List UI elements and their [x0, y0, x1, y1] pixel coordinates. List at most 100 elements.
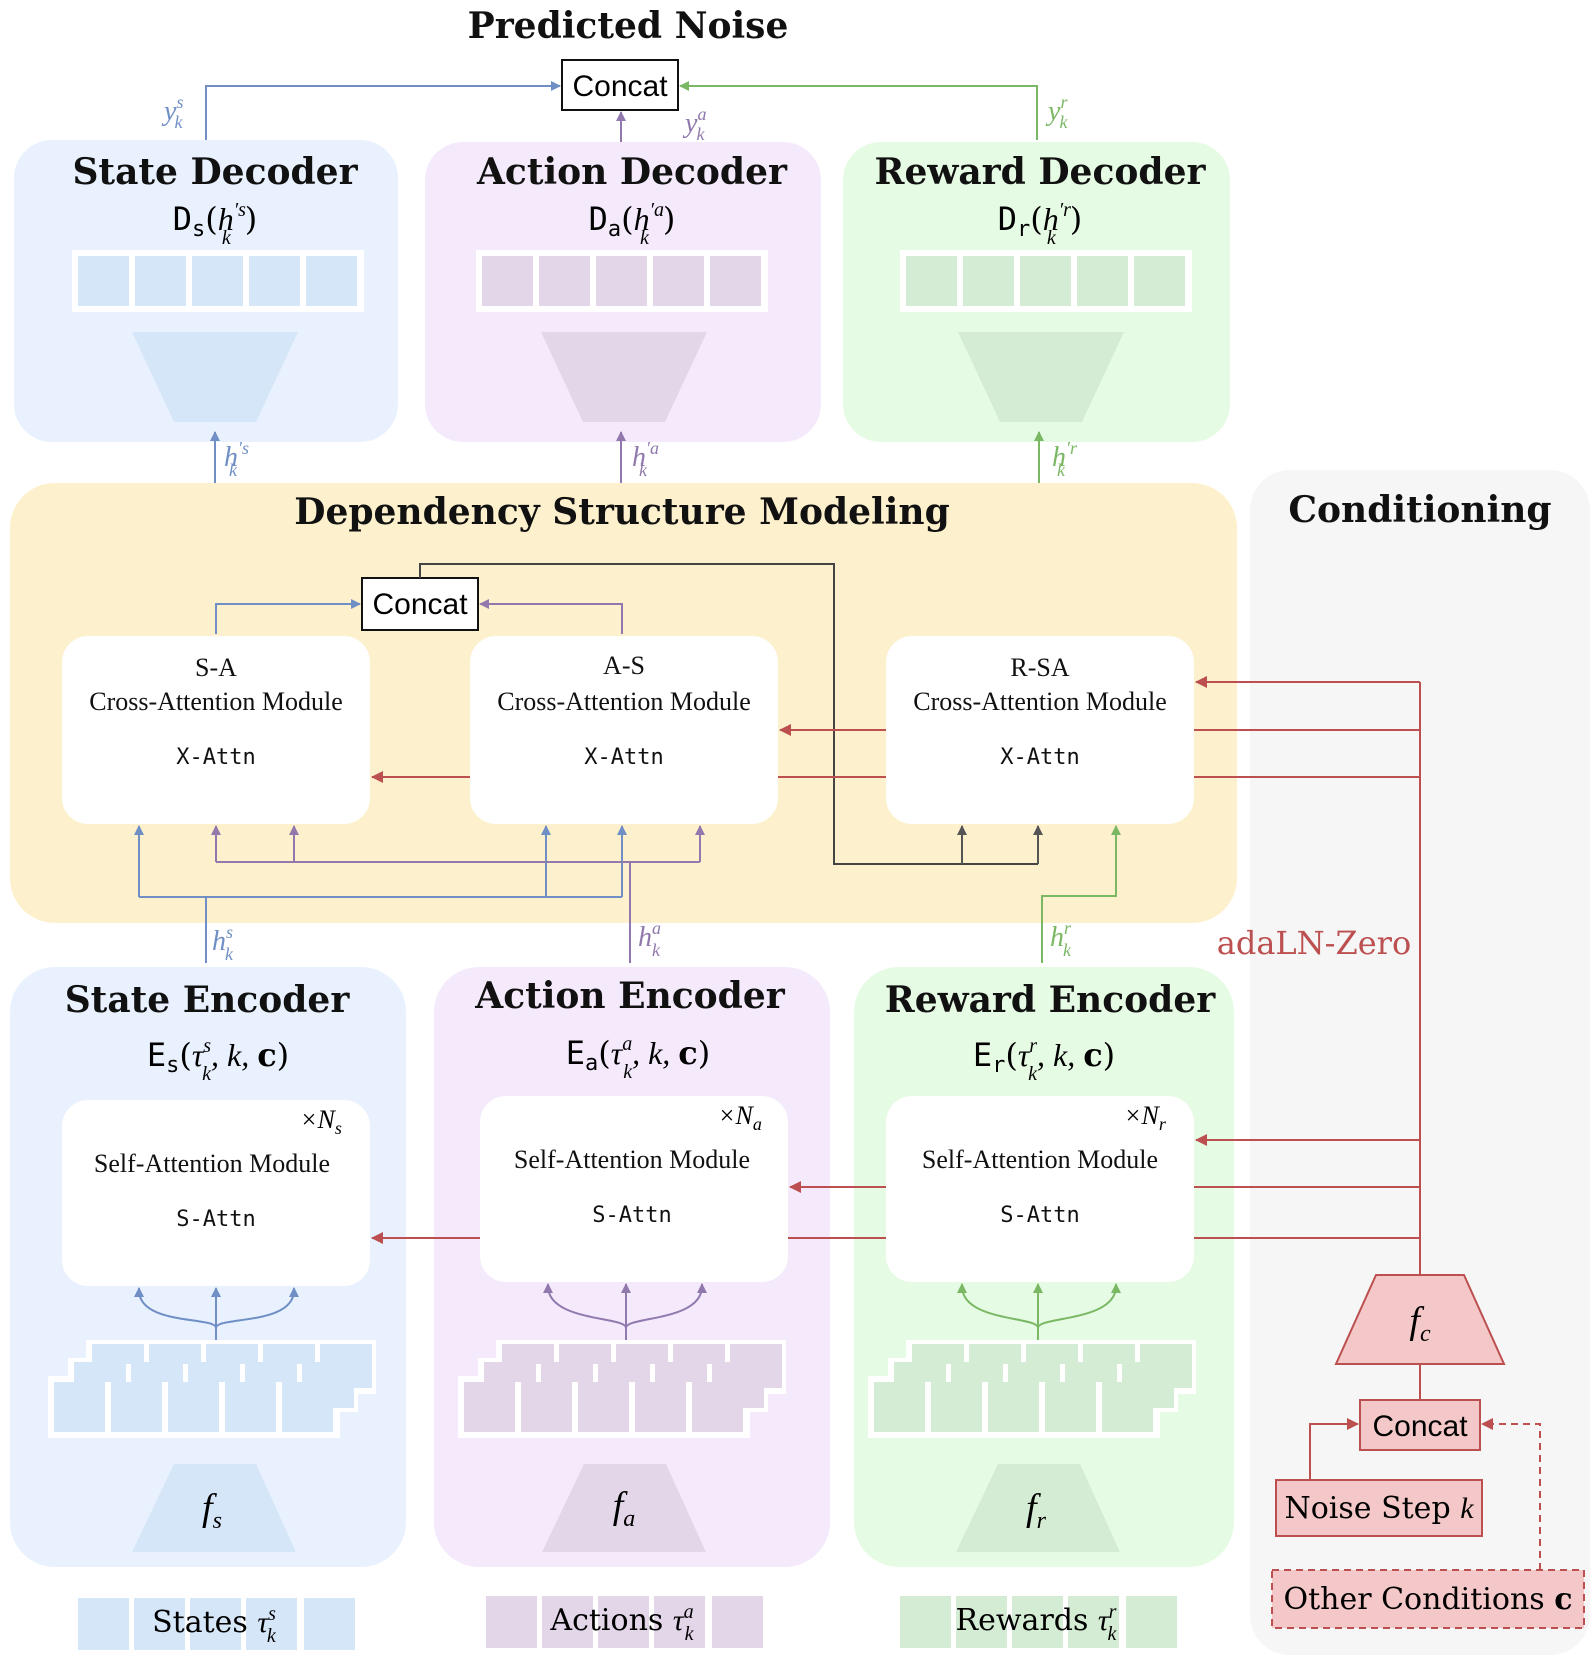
action-input-token	[521, 1382, 572, 1432]
state-input-token	[282, 1382, 333, 1432]
other-conditions-label: Other Conditions c	[1284, 1582, 1573, 1617]
dsm-concat-label: Concat	[372, 588, 468, 621]
sa-module-code: X-Attn	[176, 745, 255, 770]
action-encoder-trapezoid	[542, 1464, 706, 1552]
reward-encoder-trapezoid	[956, 1464, 1120, 1552]
reward-decoder-trapezoid	[958, 332, 1124, 422]
cond-concat-label: Concat	[1372, 1410, 1468, 1443]
state-token	[306, 256, 357, 306]
state-encoder-trapezoid	[132, 1464, 296, 1552]
reward-decoder-title: Reward Decoder	[875, 151, 1207, 193]
adaln-zero-label: adaLN-Zero	[1217, 924, 1411, 962]
sa-module-desc: Cross-Attention Module	[89, 687, 343, 716]
reward-token	[963, 256, 1014, 306]
other-conditions-box	[1271, 1569, 1585, 1629]
reward-token	[906, 256, 957, 306]
action-decoder-title: Action Decoder	[476, 151, 788, 193]
top-concat-box	[561, 59, 679, 111]
reward-input-token	[1102, 1382, 1153, 1432]
hr-to-rsa	[1041, 825, 1121, 963]
state-token	[249, 256, 300, 306]
conditioning-title: Conditioning	[1288, 489, 1551, 531]
action-token	[653, 256, 704, 306]
reward-encoder-title: Reward Encoder	[885, 979, 1216, 1021]
as-module-code: X-Attn	[584, 745, 663, 770]
reward-input-token	[1045, 1382, 1096, 1432]
as-module: A-S Cross-Attention Module X-Attn	[470, 636, 778, 824]
state-self-attn-code: S-Attn	[176, 1207, 255, 1232]
reward-input-token	[931, 1382, 982, 1432]
state-encoder-repeat: ×Ns	[300, 1105, 342, 1138]
reward-self-attn-code: S-Attn	[1000, 1203, 1079, 1228]
reward-input-token	[988, 1382, 1039, 1432]
state-input-token	[225, 1382, 276, 1432]
state-input-token	[54, 1382, 105, 1432]
action-encoder-title: Action Encoder	[474, 975, 785, 1017]
rsa-module-desc: Cross-Attention Module	[913, 687, 1167, 716]
reward-token	[1020, 256, 1071, 306]
state-token	[192, 256, 243, 306]
rsa-module-code: X-Attn	[1000, 745, 1079, 770]
action-input-token	[464, 1382, 515, 1432]
concat-to-rsa-line	[419, 563, 1038, 865]
dsm-title: Dependency Structure Modeling	[294, 491, 950, 533]
sa-module: S-A Cross-Attention Module X-Attn	[62, 636, 370, 824]
state-self-attn-desc: Self-Attention Module	[94, 1149, 330, 1178]
state-input-token	[168, 1382, 219, 1432]
other-conditions-arrow	[1481, 1418, 1541, 1570]
action-decoder-trapezoid	[541, 332, 707, 422]
state-decoder-trapezoid	[132, 332, 298, 422]
sa-to-concat-arrow	[215, 599, 361, 634]
ha-dsm-bus	[216, 861, 700, 963]
action-token	[539, 256, 590, 306]
sa-module-name: S-A	[195, 653, 237, 682]
hs-dsm-bus	[139, 896, 622, 963]
noise-step-box	[1275, 1479, 1483, 1537]
state-fanout-arrows	[138, 1289, 295, 1340]
reward-self-attn-desc: Self-Attention Module	[922, 1145, 1158, 1174]
action-self-attn-desc: Self-Attention Module	[514, 1145, 750, 1174]
action-token	[710, 256, 761, 306]
dsm-concat-box	[361, 577, 479, 631]
state-output-arrow	[205, 81, 561, 140]
action-self-attn-code: S-Attn	[592, 1203, 671, 1228]
noise-step-label: Noise Step k	[1284, 1491, 1474, 1526]
state-decoder-title: State Decoder	[72, 151, 358, 193]
as-to-concat-arrow	[479, 599, 623, 634]
state-token	[78, 256, 129, 306]
reward-encoder-repeat: ×Nr	[1124, 1101, 1167, 1134]
action-fanout-arrows	[547, 1285, 703, 1340]
rsa-module: R-SA Cross-Attention Module X-Attn	[886, 636, 1194, 824]
state-encoder-title: State Encoder	[65, 979, 351, 1021]
reward-output-arrow	[679, 81, 1038, 140]
reward-input-token	[874, 1382, 925, 1432]
top-concat-label: Concat	[572, 70, 668, 103]
fc-trapezoid	[1334, 1274, 1506, 1365]
predicted-noise-title: Predicted Noise	[468, 5, 789, 47]
action-input-token	[692, 1382, 743, 1432]
reward-token	[1077, 256, 1128, 306]
